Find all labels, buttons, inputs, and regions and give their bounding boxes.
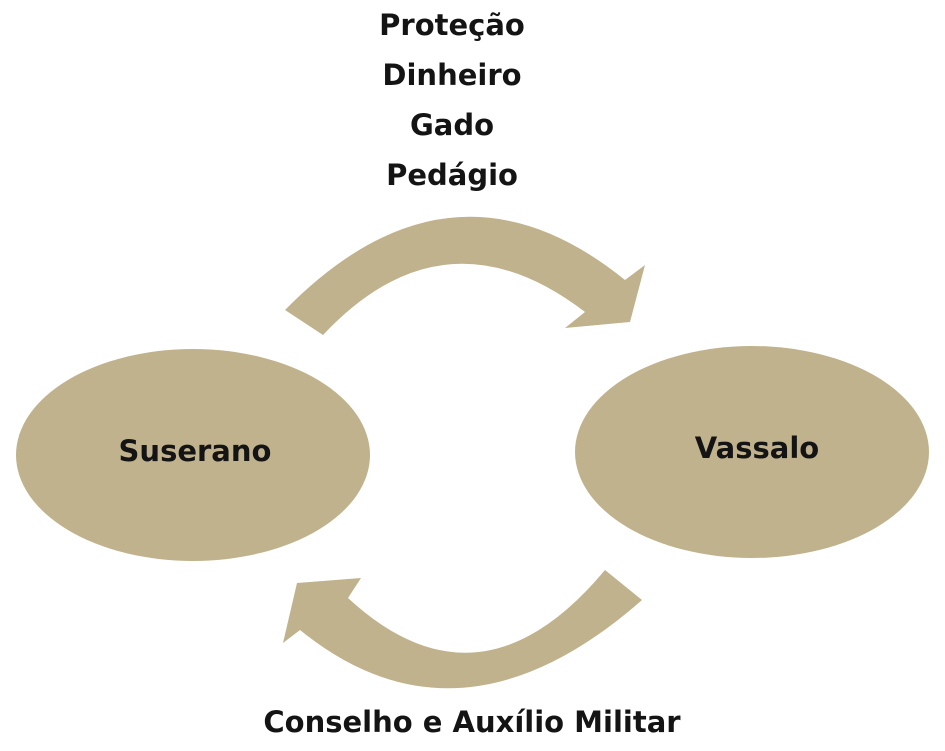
suserano-label: Suserano [118, 434, 272, 468]
vassalo-node [575, 346, 929, 558]
suserano-node [16, 349, 370, 561]
top-flow-item: Gado [409, 108, 495, 142]
bottom-curved-arrow [283, 570, 642, 689]
top-curved-arrow [285, 216, 645, 335]
bottom-flow-label: Conselho e Auxílio Militar [263, 705, 681, 739]
top-flow-item: Pedágio [386, 158, 518, 192]
top-flow-item: Dinheiro [382, 58, 522, 92]
top-flow-list: Proteção Dinheiro Gado Pedágio [302, 0, 602, 200]
top-flow-item: Proteção [379, 8, 525, 42]
vassalo-label: Vassalo [694, 431, 820, 465]
